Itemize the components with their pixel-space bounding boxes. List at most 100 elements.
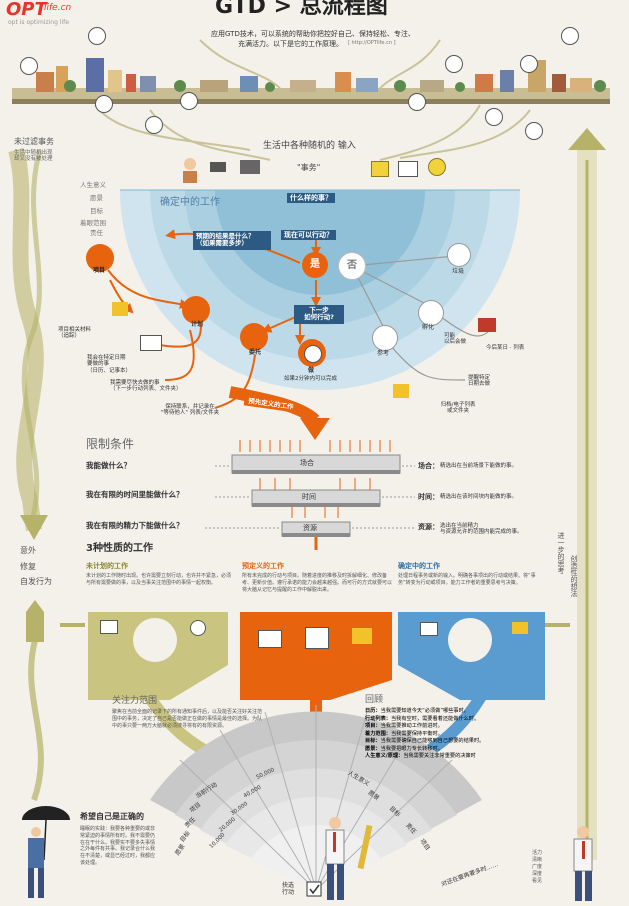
inputs-title: 生活中各种随机的 输入	[263, 141, 356, 151]
lightbulb-icon	[445, 55, 463, 73]
lightbulb-icon	[408, 93, 426, 111]
question-energy: 我在有限的精力下能做什么？	[86, 521, 184, 530]
life-level-goals: 目标	[90, 207, 103, 215]
energy-note: 选出在当前精力 与资源允许的范围内能完成的事。	[440, 523, 523, 536]
energy-label-seeing: 看见	[532, 878, 543, 884]
life-level-focus: 着眼范围	[80, 219, 106, 227]
review-item-focus-areas: 着力范围：当我需要保持平衡时。	[365, 730, 443, 737]
folder-icon	[512, 622, 528, 634]
work-types-title: 3种性质的工作	[86, 543, 153, 554]
inbox-person	[183, 158, 260, 183]
clock-icon	[304, 345, 322, 363]
incubate-icon	[418, 300, 444, 326]
review-item-action-lists: 行动列表：当我有空时，需要看着还能做什么时。	[365, 715, 480, 722]
review-title: 回顾	[365, 695, 384, 705]
review-item-projects: 项目：当我需要推动工作前进时。	[365, 723, 443, 730]
choose-action-box	[306, 881, 322, 897]
energy-label-depth: 深度	[532, 871, 543, 877]
altitude-fan	[150, 705, 482, 891]
context-bar-label: 场合	[300, 459, 314, 467]
archive-label: 归档/电子列表 或文件夹	[440, 402, 476, 415]
time-note-label: 时间：	[418, 493, 439, 501]
energy-label-breadth: 广度	[532, 864, 543, 870]
time-bar-label: 时间	[302, 493, 316, 501]
clock-icon	[190, 620, 206, 636]
calendar-icon	[140, 335, 162, 351]
plans-node	[182, 296, 210, 324]
document-icon	[100, 620, 118, 634]
context-note-label: 场合：	[418, 462, 439, 470]
energy-label-vitality: 活力	[532, 850, 543, 856]
sticky-note-icon	[371, 161, 389, 177]
phone-icon	[95, 95, 113, 113]
asap-label: 我需要尽快去做的事 （下一步行动列表、文件夹）	[110, 380, 182, 393]
creative-ideas-label: 创造性的想法	[570, 555, 579, 597]
thinker-figure	[573, 826, 593, 901]
folder-icon	[352, 628, 372, 644]
unfiltered-label: 未过滤事务	[14, 137, 54, 146]
note-icon	[525, 122, 543, 140]
focus-title: 关注力范围	[112, 696, 158, 706]
no-node: 否	[338, 252, 366, 280]
constraints-title: 限制条件	[86, 437, 135, 451]
life-level-vision: 愿景	[90, 194, 103, 202]
pen-icon	[145, 116, 163, 134]
spontaneous-label: 自发行为	[20, 577, 52, 586]
reference-label: 参考	[377, 350, 390, 357]
someday-list-label: 今后某日 · 列表	[486, 345, 525, 351]
review-item-vision: 愿景：当我要把眼力专长转移时。	[365, 745, 443, 752]
review-list: 日历：当我需要知道今天“必须做”哪些事时。 行动列表：当我有空时，需要看着还能做…	[365, 708, 545, 761]
energy-note-label: 资源：	[418, 523, 439, 531]
calendar-label: 我会在特定日期 要做的事 （日历、记事本）	[87, 355, 132, 374]
energy-bar-label: 资源	[303, 524, 317, 532]
calendar-icon	[258, 630, 282, 648]
hope-title: 希望自己是正确的	[80, 812, 144, 821]
repair-label: 修复	[20, 562, 36, 571]
unfiltered-note: 生活中随机出现 却又没有被处理	[14, 150, 53, 163]
defining-body: 处理日程事务或新的输入。明确各事项出的行动或结果。将“事务”转变为行动或项目。能…	[398, 573, 536, 586]
clarify-section-title: 确定中的工作	[160, 197, 220, 208]
next-action-question: 下一步 如何行动?	[294, 305, 344, 324]
project-support-label: 项目相关材料 （追踪）	[58, 327, 92, 340]
review-item-goals: 目标：当我需要确保自己能够到自己想要的结果时。	[365, 738, 485, 745]
review-item-calendar: 日历：当我需要知道今天“必须做”哪些事时。	[365, 708, 469, 714]
project-node	[86, 244, 114, 272]
life-level-purpose: 人生意义	[80, 181, 106, 189]
stuff-label: "事务"	[297, 163, 321, 172]
presenter-figure	[325, 817, 373, 900]
predefined-arrowhead	[300, 418, 330, 440]
unplanned-title: 未计划的工作	[86, 562, 128, 570]
logo-suffix: life.cn	[44, 3, 72, 13]
lightbulb-icon	[428, 158, 446, 176]
pencil-icon	[520, 55, 538, 73]
plans-label: 计划	[191, 321, 204, 328]
yes-node: 是	[302, 252, 328, 278]
question-actionable: 现在可以行动？	[281, 230, 336, 241]
trash-icon	[447, 243, 471, 267]
lightbulb-icon	[180, 92, 198, 110]
binder-icon	[305, 627, 329, 649]
right-flow-column	[568, 128, 606, 860]
life-level-responsibility: 责任	[90, 229, 103, 237]
question-time: 我在有限的时间里能做什么？	[86, 490, 184, 499]
left-flow-column	[8, 147, 48, 801]
logo-brand: OPT	[6, 0, 47, 20]
lightbulb-icon	[485, 108, 503, 126]
hope-body: 睡眠的实践：我要各种重要的或非常紧迫的事情所有时。我不需要仍在在干什么。我要实不…	[80, 826, 156, 866]
someday-label: 可能 以后会做	[444, 333, 467, 346]
folder-icon	[478, 318, 496, 332]
envelope-icon	[88, 27, 106, 45]
review-item-purpose: 人生意义/原理：当我需要关注非常重要的决策时	[365, 753, 476, 760]
defining-title: 确定中的工作	[398, 562, 440, 570]
do-label: 做	[308, 367, 315, 374]
project-label: 项目	[93, 267, 106, 274]
poster-title: GTD > 总流程图	[215, 0, 388, 19]
logo-tagline: opt is optimizing life	[8, 19, 69, 26]
desired-outcome-question: 预期的结果是什么？ （如果需要多步）	[193, 231, 271, 250]
intro-line-1: 应用GTD技术，可以系统的帮助你把控好自己、保持轻松、专注、	[211, 30, 415, 38]
predefined-body: 所有未完成的行动与项目。随着进度的推移及时拆解细化、修改备考、更新价值。遵行承诺…	[242, 573, 393, 593]
envelope-icon	[398, 161, 418, 177]
trash-label: 垃圾	[452, 268, 465, 275]
